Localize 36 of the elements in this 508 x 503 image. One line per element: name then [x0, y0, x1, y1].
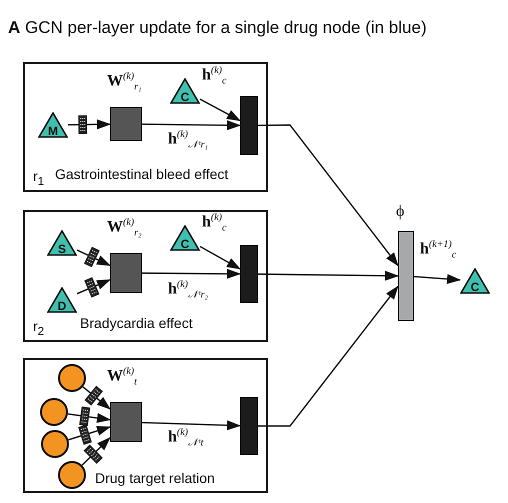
arrow: [142, 420, 241, 430]
relation-name: Drug target relation: [95, 470, 215, 486]
target-circle: [58, 364, 86, 392]
arrow: [76, 279, 111, 294]
arrow: [142, 120, 241, 130]
node-letter: D: [56, 300, 68, 312]
target-circle: [41, 430, 69, 458]
relation-panel: [23, 62, 268, 192]
node-letter: S: [56, 243, 67, 255]
arrow: [414, 274, 461, 284]
aggregation-bar: [240, 397, 258, 455]
arrow: [258, 124, 399, 266]
arrow: [258, 270, 399, 281]
relation-name: Bradycardia effect: [80, 315, 193, 331]
relation-panel: [23, 210, 268, 342]
arrow: [68, 119, 111, 130]
function-symbol: ϕ: [396, 204, 404, 220]
arrow: [200, 98, 241, 122]
arrow: [68, 413, 111, 423]
aggregation-bar: [240, 245, 258, 303]
node-letter: C: [180, 238, 190, 250]
node-letter: M: [47, 125, 59, 137]
arrow: [142, 268, 241, 279]
node-letter: C: [180, 91, 190, 103]
relation-index: r$_{1}$: [33, 168, 44, 188]
arrow: [200, 246, 241, 270]
relation-name: Gastrointestinal bleed effect: [55, 166, 228, 182]
figure-title: A GCN per-layer update for a single drug node (in blue): [8, 18, 427, 38]
aggregation-bar: [240, 96, 258, 155]
arrow: [76, 249, 111, 266]
arrow: [82, 386, 111, 410]
target-circle: [58, 461, 86, 489]
relation-index: r$_{2}$: [33, 318, 44, 338]
target-circle: [40, 398, 68, 426]
node-letter: C: [470, 281, 480, 293]
arrow: [258, 286, 399, 427]
